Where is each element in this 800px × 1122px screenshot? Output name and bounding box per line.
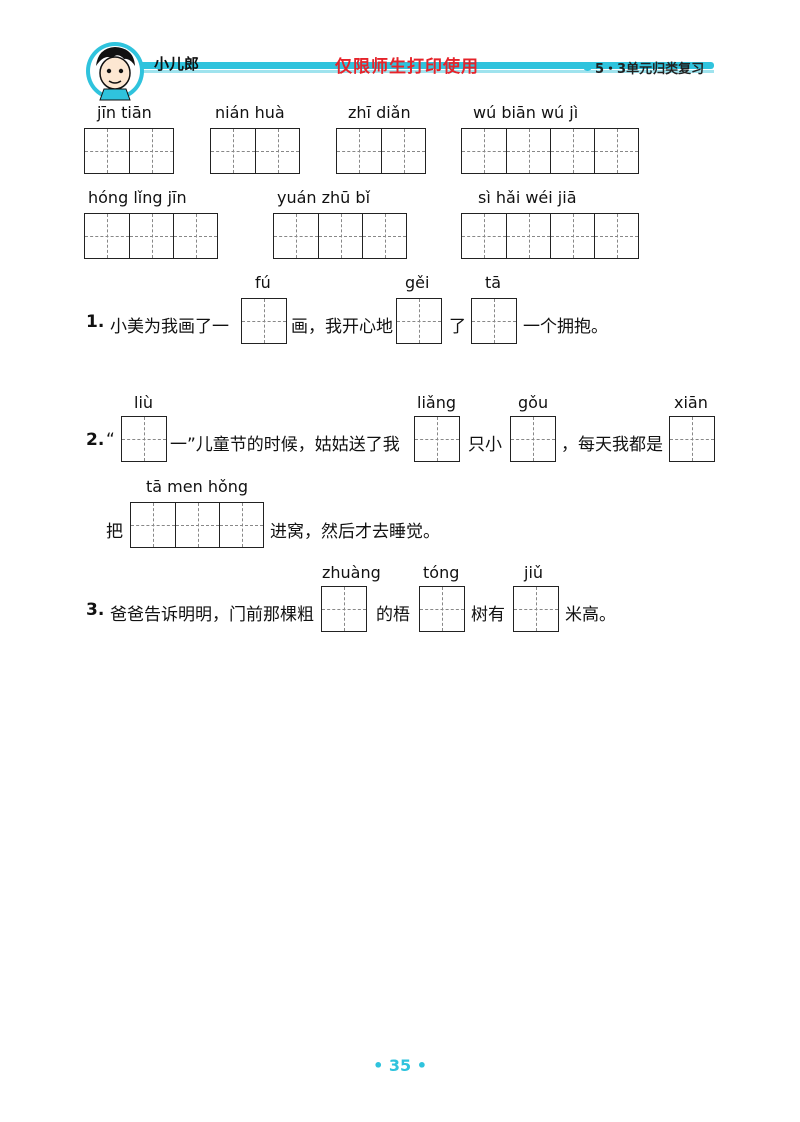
blank-grid[interactable]	[471, 298, 517, 344]
char-cell[interactable]	[129, 129, 173, 173]
sentence-text: 米高。	[565, 605, 616, 625]
sentence-pinyin: tā	[485, 273, 502, 292]
page-number: • 35 •	[373, 1056, 427, 1075]
sentence-pinyin: xiān	[674, 393, 708, 412]
char-cell[interactable]	[274, 214, 318, 258]
char-cell[interactable]	[511, 417, 555, 461]
char-cell[interactable]	[255, 129, 299, 173]
char-cell[interactable]	[462, 214, 506, 258]
sentence-pinyin: liù	[134, 393, 154, 412]
sentence-pinyin: fú	[255, 273, 271, 292]
char-cell[interactable]	[211, 129, 255, 173]
word-pinyin: nián huà	[215, 103, 285, 122]
sentence-text: 树有	[471, 605, 505, 625]
char-cell[interactable]	[322, 587, 366, 631]
char-cell[interactable]	[420, 587, 464, 631]
word-grid[interactable]	[273, 213, 407, 259]
char-cell[interactable]	[131, 503, 175, 547]
sentence-pinyin: jiǔ	[524, 563, 544, 582]
word-pinyin: sì hǎi wéi jiā	[478, 188, 577, 207]
header-bar	[88, 62, 714, 69]
char-cell[interactable]	[550, 214, 594, 258]
char-cell[interactable]	[219, 503, 263, 547]
word-pinyin: hóng lǐng jīn	[88, 188, 187, 207]
word-grid[interactable]	[84, 128, 174, 174]
char-cell[interactable]	[318, 214, 362, 258]
sentence-number: 1.	[86, 312, 105, 332]
char-cell[interactable]	[173, 214, 217, 258]
blank-grid[interactable]	[510, 416, 556, 462]
blank-grid[interactable]	[321, 586, 367, 632]
sentence-text: 的梧	[376, 605, 410, 625]
print-notice: 仅限师生打印使用	[335, 57, 479, 77]
blank-grid[interactable]	[130, 502, 264, 548]
sentence-text: “	[106, 430, 115, 450]
boy-mascot-logo	[86, 42, 144, 101]
sentence-text: 小美为我画了一	[110, 317, 229, 337]
sentence-text: 进窝，然后才去睡觉。	[270, 522, 440, 542]
char-cell[interactable]	[242, 299, 286, 343]
sentence-text: 一”儿童节的时候，姑姑送了我	[170, 435, 400, 455]
sentence-pinyin: zhuàng	[322, 563, 381, 582]
sentence-text: 把	[106, 522, 123, 542]
word-pinyin: yuán zhū bǐ	[277, 188, 371, 207]
char-cell[interactable]	[337, 129, 381, 173]
word-grid[interactable]	[461, 128, 639, 174]
char-cell[interactable]	[415, 417, 459, 461]
char-cell[interactable]	[670, 417, 714, 461]
char-cell[interactable]	[506, 214, 550, 258]
blank-grid[interactable]	[414, 416, 460, 462]
char-cell[interactable]	[472, 299, 516, 343]
char-cell[interactable]	[594, 129, 638, 173]
char-cell[interactable]	[85, 214, 129, 258]
char-cell[interactable]	[462, 129, 506, 173]
word-grid[interactable]	[84, 213, 218, 259]
blank-grid[interactable]	[396, 298, 442, 344]
sentence-pinyin: liǎng	[417, 393, 456, 412]
sentence-pinyin: tā men hǒng	[146, 477, 249, 496]
sentence-pinyin: gěi	[405, 273, 430, 292]
char-cell[interactable]	[550, 129, 594, 173]
section-title: 5・3单元归类复习	[595, 62, 705, 77]
char-cell[interactable]	[381, 129, 425, 173]
word-grid[interactable]	[210, 128, 300, 174]
word-pinyin: zhī diǎn	[348, 103, 411, 122]
char-cell[interactable]	[514, 587, 558, 631]
sentence-text: 了	[449, 317, 466, 337]
word-grid[interactable]	[461, 213, 639, 259]
word-grid[interactable]	[336, 128, 426, 174]
sentence-number: 3.	[86, 600, 105, 620]
sentence-text: 一个拥抱。	[523, 317, 608, 337]
char-cell[interactable]	[122, 417, 166, 461]
char-cell[interactable]	[129, 214, 173, 258]
brand-name: 小儿郎	[154, 55, 200, 73]
blank-grid[interactable]	[121, 416, 167, 462]
blank-grid[interactable]	[241, 298, 287, 344]
sentence-text: ，每天我都是	[561, 435, 663, 455]
char-cell[interactable]	[594, 214, 638, 258]
sentence-number: 2.	[86, 430, 105, 450]
sentence-text: 画，我开心地	[291, 317, 393, 337]
section-dot-icon	[583, 62, 592, 71]
sentence-pinyin: tóng	[423, 563, 460, 582]
blank-grid[interactable]	[513, 586, 559, 632]
char-cell[interactable]	[506, 129, 550, 173]
char-cell[interactable]	[175, 503, 219, 547]
char-cell[interactable]	[362, 214, 406, 258]
header-bar-shadow	[108, 70, 714, 73]
word-pinyin: wú biān wú jì	[473, 103, 579, 122]
char-cell[interactable]	[85, 129, 129, 173]
blank-grid[interactable]	[419, 586, 465, 632]
blank-grid[interactable]	[669, 416, 715, 462]
word-pinyin: jīn tiān	[97, 103, 152, 122]
sentence-text: 爸爸告诉明明，门前那棵粗	[110, 605, 314, 625]
sentence-pinyin: gǒu	[518, 393, 549, 412]
sentence-text: 只小	[468, 435, 502, 455]
char-cell[interactable]	[397, 299, 441, 343]
